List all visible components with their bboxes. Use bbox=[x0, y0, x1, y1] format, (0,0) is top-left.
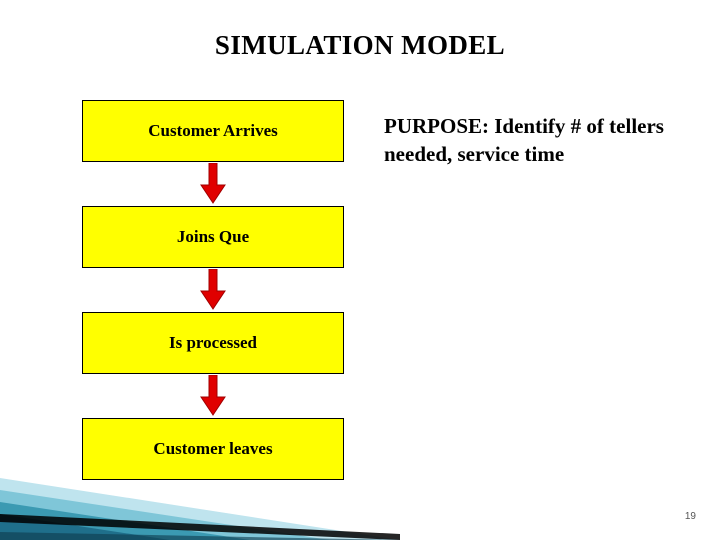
down-arrow-icon bbox=[199, 163, 227, 205]
flow-arrow-3 bbox=[82, 374, 344, 418]
purpose-text: PURPOSE: Identify # of tellers needed, s… bbox=[384, 114, 664, 166]
flow-step-customer-leaves: Customer leaves bbox=[82, 418, 344, 480]
flow-step-label: Is processed bbox=[169, 333, 257, 352]
down-arrow-icon bbox=[199, 269, 227, 311]
flow-arrow-2 bbox=[82, 268, 344, 312]
flow-arrow-1 bbox=[82, 162, 344, 206]
flow-step-customer-arrives: Customer Arrives bbox=[82, 100, 344, 162]
page-title: SIMULATION MODEL bbox=[214, 30, 506, 60]
down-arrow-icon bbox=[199, 375, 227, 417]
flow-step-label: Customer Arrives bbox=[148, 121, 278, 140]
simulation-flow-diagram: Customer Arrives Joins Que Is processed … bbox=[82, 100, 344, 480]
flow-step-joins-que: Joins Que bbox=[82, 206, 344, 268]
page-number: 19 bbox=[684, 511, 696, 522]
flow-step-label: Customer leaves bbox=[153, 439, 273, 458]
flow-step-label: Joins Que bbox=[176, 227, 250, 246]
flow-step-is-processed: Is processed bbox=[82, 312, 344, 374]
